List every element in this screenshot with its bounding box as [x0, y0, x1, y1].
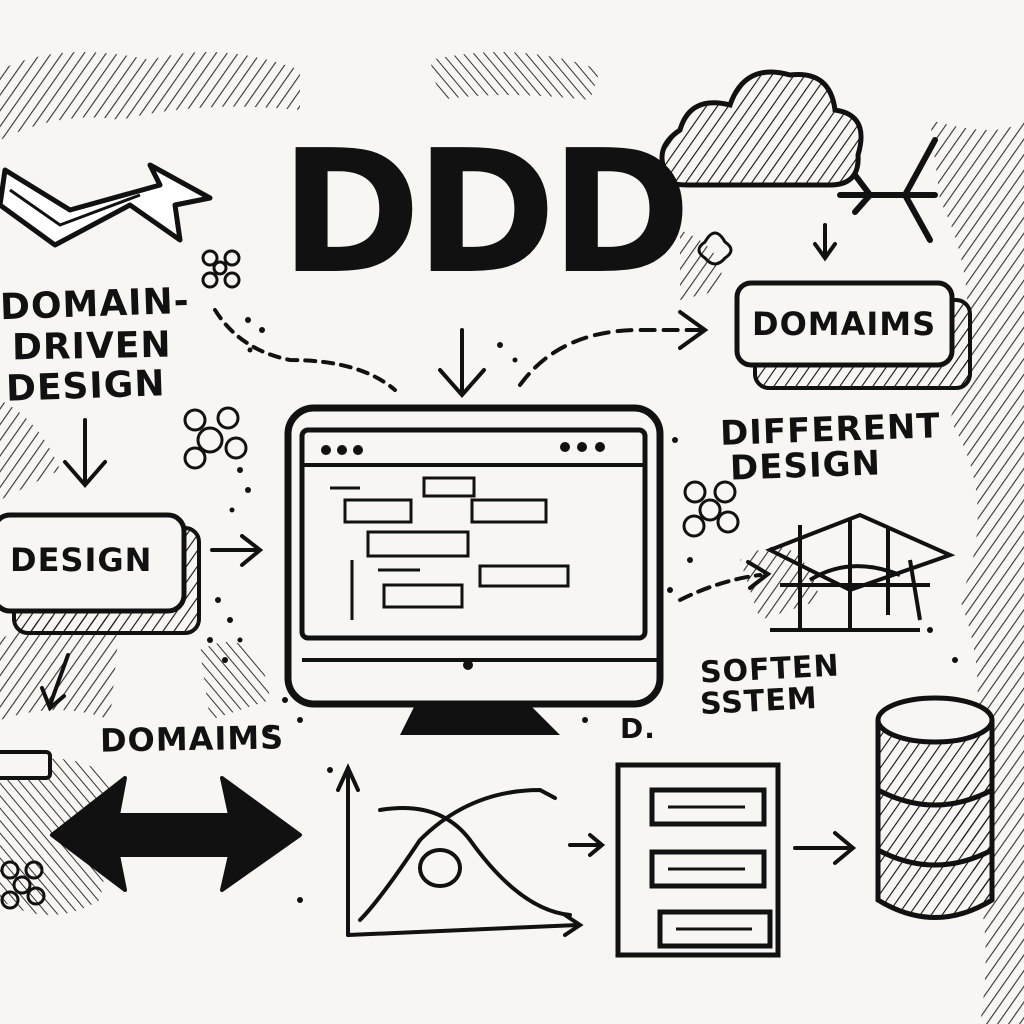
building-icon	[765, 512, 956, 632]
flower-icon	[0, 231, 740, 910]
ddd-title: DDD	[280, 114, 691, 312]
zigzag-arrow-icon	[0, 162, 213, 248]
domains-box-label: DOMAIMS	[752, 305, 937, 343]
domains-label-lower: DOMAIMS	[99, 718, 285, 760]
small-bar-shape	[0, 750, 52, 780]
domain-driven-line-1: DOMAIN-	[0, 280, 191, 329]
double-arrow-icon	[50, 776, 302, 892]
monitor-icon	[284, 404, 664, 735]
d-mark-label: D.	[620, 712, 656, 745]
soften-system-line-2: SSTEM	[699, 680, 819, 723]
domains-box	[734, 280, 972, 390]
database-icon	[875, 695, 995, 920]
chart-icon	[336, 763, 584, 937]
different-design-line-2: DESIGN	[729, 443, 882, 489]
design-box-label: DESIGN	[10, 541, 153, 579]
airplane-icon	[837, 137, 938, 243]
form-icon	[615, 762, 781, 958]
cloud-icon	[659, 69, 864, 188]
domain-driven-line-2: DRIVEN	[11, 324, 172, 369]
connector-arrows	[40, 223, 857, 865]
domain-driven-line-3: DESIGN	[5, 363, 167, 410]
design-box	[0, 512, 201, 635]
